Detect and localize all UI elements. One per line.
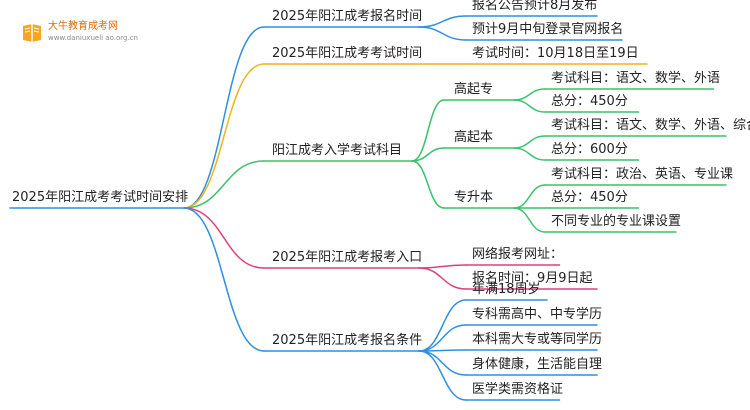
leaf-node: 总分：450分 [551, 94, 628, 109]
subbranch-node: 专升本 [454, 190, 494, 205]
leaf-node: 专科需高中、中专学历 [472, 307, 603, 322]
leaf-node: 考试科目：语文、数学、外语 [551, 71, 721, 86]
leaf-node: 总分：600分 [551, 142, 628, 157]
root-node: 2025年阳江成考考试时间安排 [12, 190, 189, 205]
logo-title: 大牛教育成考网 [48, 21, 118, 32]
leaf-node: 考试时间：10月18日至19日 [472, 46, 639, 61]
leaf-node: 本科需大专或等同学历 [472, 332, 603, 347]
leaf-node: 总分：450分 [551, 190, 628, 205]
leaf-node: 考试科目：政治、英语、专业课 [551, 167, 734, 182]
logo-url: www.daniuxueli ao.org.cn [48, 34, 138, 42]
leaf-node: 报名公告预计8月发布 [472, 0, 598, 13]
subbranch-node: 高起本 [454, 130, 494, 145]
leaf-node: 预计9月中旬登录官网报名 [472, 22, 624, 37]
leaf-node: 考试科目：语文、数学、外语、综合 [551, 118, 750, 133]
branch-node: 2025年阳江成考报名时间 [272, 9, 423, 24]
leaf-node: 年满18周岁 [472, 282, 541, 297]
branch-node: 阳江成考入学考试科目 [272, 143, 403, 158]
subbranch-node: 高起专 [454, 82, 494, 97]
leaf-node: 不同专业的专业课设置 [551, 214, 682, 229]
branch-node: 2025年阳江成考报考入口 [272, 250, 423, 265]
leaf-node: 身体健康，生活能自理 [472, 357, 603, 372]
leaf-node: 网络报考网址： [472, 247, 564, 262]
leaf-node: 报名时间：9月9日起 [472, 271, 593, 286]
branch-node: 2025年阳江成考报名条件 [272, 333, 423, 348]
book-logo-icon [23, 24, 41, 42]
branch-node: 2025年阳江成考考试时间 [272, 46, 423, 61]
site-logo: 大牛教育成考网 www.daniuxueli ao.org.cn [20, 20, 140, 46]
leaf-node: 医学类需资格证 [472, 382, 564, 397]
